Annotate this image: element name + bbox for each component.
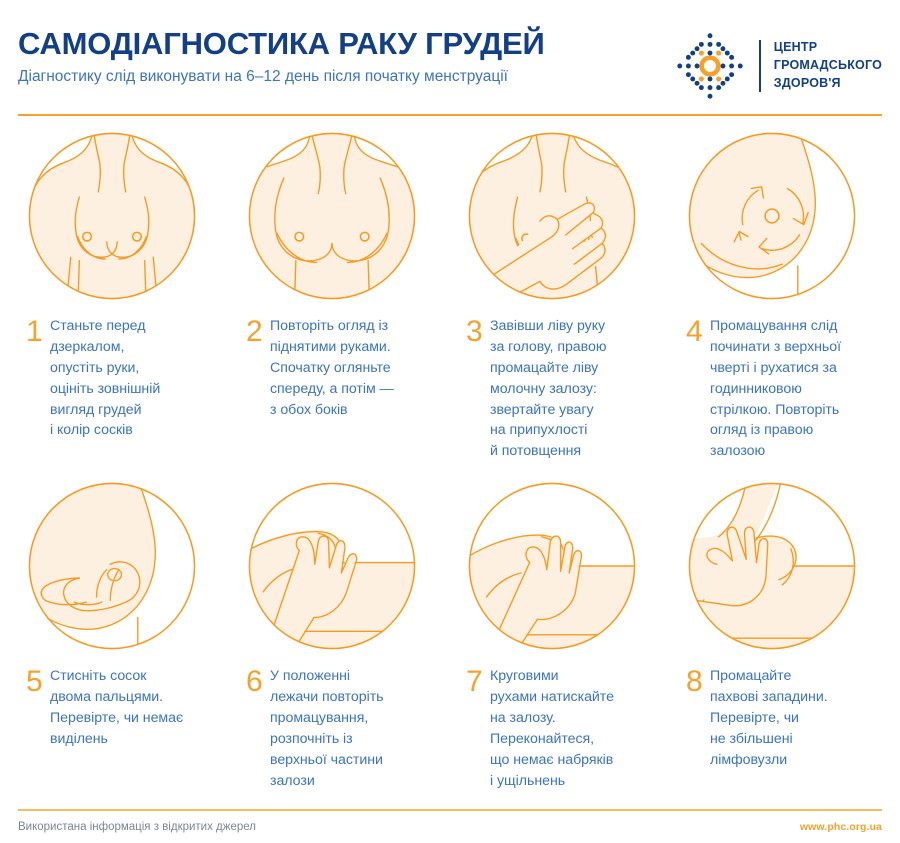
step-card-2: 2 Повторіть огляд із піднятими руками. С… xyxy=(230,130,450,420)
illustration-4 xyxy=(686,130,858,302)
step-number-5: 5 xyxy=(26,665,43,699)
step-text-4: Промацування слід починати з верхньої чв… xyxy=(710,318,842,460)
step-1: 1 Станьте перед дзеркалом, опустіть руки… xyxy=(18,316,222,441)
illustration-2 xyxy=(246,130,418,302)
step-number-3: 3 xyxy=(466,315,483,348)
header-divider-rule xyxy=(18,114,882,116)
step-3: 3 Завівши ліву руку за голову, правою пр… xyxy=(458,316,662,462)
fingers-squeezing-nipple-icon xyxy=(28,482,196,650)
logo-dot-burst-icon xyxy=(677,33,743,99)
step-card-7: 7 Круговими рухами натискайте на залозу.… xyxy=(450,480,670,791)
step-text-6: У положенні лежачи повторіть промацуванн… xyxy=(270,668,384,789)
step-text-5: Стисніть сосок двома пальцями. Перевірте… xyxy=(50,668,184,747)
steps-row-1: 1 Станьте перед дзеркалом, опустіть руки… xyxy=(10,130,890,462)
illustration-7 xyxy=(466,480,638,652)
illustration-5 xyxy=(26,480,198,652)
page-header: САМОДІАГНОСТИКА РАКУ ГРУДЕЙ Діагностику … xyxy=(0,0,900,106)
logo-wordmark: ЦЕНТР ГРОМАДСЬКОГО ЗДОРОВ'Я xyxy=(774,39,882,92)
step-card-3: 3 Завівши ліву руку за голову, правою пр… xyxy=(450,130,670,462)
step-6: 6 У положенні лежачи повторіть промацува… xyxy=(238,666,442,791)
lying-down-circular-pressing-icon xyxy=(468,482,636,650)
step-number-6: 6 xyxy=(246,665,263,699)
logo-divider xyxy=(758,40,761,92)
step-text-1: Станьте перед дзеркалом, опустіть руки, … xyxy=(50,318,161,439)
organization-logo: ЦЕНТР ГРОМАДСЬКОГО ЗДОРОВ'Я xyxy=(674,24,882,102)
step-number-1: 1 xyxy=(26,315,43,348)
torso-hand-palpating-breast-icon xyxy=(468,132,636,300)
torso-arms-raised-front-view-icon xyxy=(248,132,416,300)
step-card-5: 5 Стисніть сосок двома пальцями. Перевір… xyxy=(10,480,230,750)
step-text-8: Промацайте пахвові западини. Перевірте, … xyxy=(710,668,828,768)
step-number-7: 7 xyxy=(466,665,483,699)
footer-divider-wrap xyxy=(0,809,900,811)
step-number-4: 4 xyxy=(686,315,703,348)
armpit-lymph-node-check-icon xyxy=(688,482,856,650)
step-text-7: Круговими рухами натискайте на залозу. П… xyxy=(490,668,614,789)
step-card-1: 1 Станьте перед дзеркалом, опустіть руки… xyxy=(10,130,230,441)
step-number-8: 8 xyxy=(686,665,703,699)
page-title: САМОДІАГНОСТИКА РАКУ ГРУДЕЙ xyxy=(18,26,545,61)
footer-source-note: Використана інформація з відкритих джере… xyxy=(18,821,256,833)
step-4: 4 Промацування слід починати з верхньої … xyxy=(678,316,882,462)
logo-line-2: ГРОМАДСЬКОГО xyxy=(773,58,882,73)
steps-grid: 1 Станьте перед дзеркалом, опустіть руки… xyxy=(0,116,900,791)
page-subtitle: Діагностику слід виконувати на 6–12 день… xyxy=(18,67,508,85)
step-5: 5 Стисніть сосок двома пальцями. Перевір… xyxy=(18,666,222,750)
step-card-8: 8 Промацайте пахвові западини. Перевірте… xyxy=(670,480,890,770)
footer-website-url[interactable]: www.phc.org.ua xyxy=(799,821,882,833)
step-card-4: 4 Промацування слід починати з верхньої … xyxy=(670,130,890,462)
torso-arms-down-front-view-icon xyxy=(28,132,196,300)
step-8: 8 Промацайте пахвові западини. Перевірте… xyxy=(678,666,882,770)
breast-clockwise-arrows-icon xyxy=(688,132,856,300)
illustration-8 xyxy=(686,480,858,652)
logo-line-1: ЦЕНТР xyxy=(773,40,818,55)
header-text-block: САМОДІАГНОСТИКА РАКУ ГРУДЕЙ Діагностику … xyxy=(18,24,545,86)
page-footer: Використана інформація з відкритих джере… xyxy=(0,811,900,843)
lying-down-hand-on-upper-breast-icon xyxy=(248,482,416,650)
step-2: 2 Повторіть огляд із піднятими руками. С… xyxy=(238,316,442,420)
step-text-2: Повторіть огляд із піднятими руками. Спо… xyxy=(270,318,394,418)
step-card-6: 6 У положенні лежачи повторіть промацува… xyxy=(230,480,450,791)
illustration-6 xyxy=(246,480,418,652)
logo-line-3: ЗДОРОВ'Я xyxy=(773,75,841,90)
step-7: 7 Круговими рухами натискайте на залозу.… xyxy=(458,666,662,791)
step-number-2: 2 xyxy=(246,315,263,348)
illustration-3 xyxy=(466,130,638,302)
step-text-3: Завівши ліву руку за голову, правою пром… xyxy=(490,318,607,460)
footer-divider-rule xyxy=(18,809,882,811)
steps-row-2: 5 Стисніть сосок двома пальцями. Перевір… xyxy=(10,480,890,791)
illustration-1 xyxy=(26,130,198,302)
